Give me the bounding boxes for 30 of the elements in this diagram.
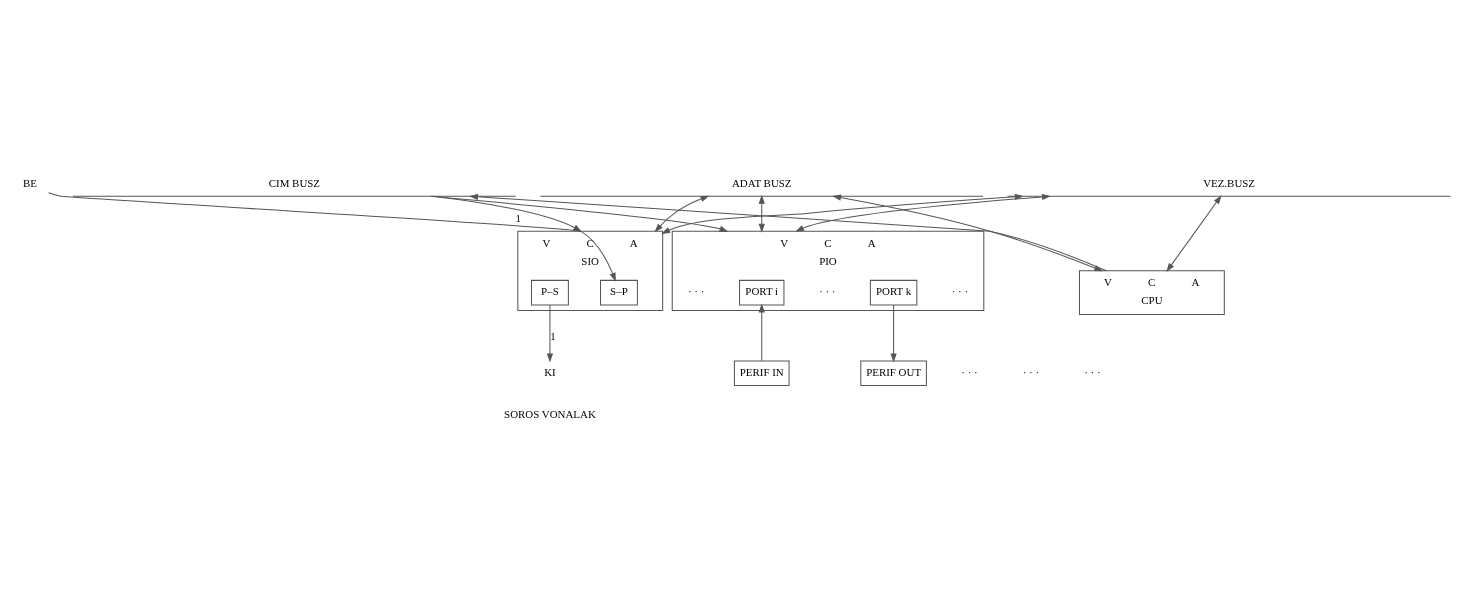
arrow — [758, 303, 765, 361]
arrow — [661, 193, 1024, 234]
node-text: KI — [544, 365, 556, 378]
arrow — [654, 195, 710, 232]
label: · · · — [1022, 365, 1040, 378]
arrow — [546, 304, 554, 362]
label: · · · — [819, 284, 836, 297]
node-text: CIM BUSZ — [268, 176, 321, 189]
arrow — [758, 194, 765, 233]
label: SOROS VONALAK — [504, 407, 596, 420]
node-text: BE — [23, 176, 37, 189]
node-text: ADAT BUSZ — [731, 176, 792, 189]
arrow — [890, 304, 897, 362]
edge-label: 1 — [515, 211, 521, 224]
node-box: P–S — [531, 279, 569, 305]
arrow — [48, 191, 616, 282]
node-box: PORT k — [869, 279, 918, 305]
node-box: PORT i — [739, 279, 785, 305]
node-box: PERIF IN — [733, 360, 790, 386]
label: · · · — [961, 365, 978, 378]
arrow — [795, 193, 1051, 232]
arrow — [1166, 194, 1222, 272]
node-box: S–P — [600, 279, 638, 305]
node-box: PERIF OUT — [860, 360, 927, 386]
node-text: VEZ.BUSZ — [1203, 176, 1256, 189]
label: · · · — [687, 284, 705, 297]
label: · · · — [951, 284, 969, 297]
node-box: V C A CPU — [1078, 269, 1225, 315]
edge-label: 1 — [550, 329, 556, 342]
label: · · · — [1084, 365, 1101, 378]
